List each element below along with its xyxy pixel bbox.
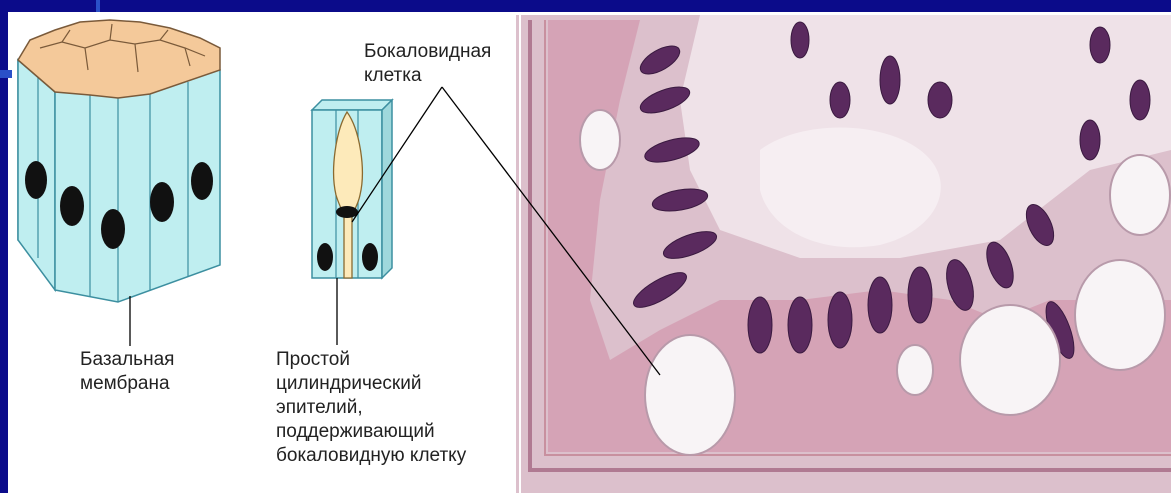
micro-goblet-2 (960, 305, 1060, 415)
nucleus-3 (101, 209, 125, 249)
micro-goblet-3 (1075, 260, 1165, 370)
nucleus-left (317, 243, 333, 271)
nucleus-2 (60, 186, 84, 226)
micrograph (516, 15, 1171, 493)
micro-goblet-1 (645, 335, 735, 455)
columnar-epithelium-block (18, 20, 220, 346)
goblet-cell-label: Бокаловидная клетка (364, 40, 491, 88)
goblet-cell-diagram (312, 100, 392, 345)
micro-goblet-5 (897, 345, 933, 395)
micro-goblet-4 (1110, 155, 1170, 235)
nucleus-right (362, 243, 378, 271)
nucleus-4 (150, 182, 174, 222)
micro-goblet-6 (580, 110, 620, 170)
nucleus-5 (191, 162, 213, 200)
simple-columnar-label: Простой цилиндрический эпителий, поддерж… (276, 348, 466, 468)
basal-membrane-label: Базальная мембрана (80, 348, 174, 396)
goblet-nucleus (336, 206, 358, 218)
nucleus-1 (25, 161, 47, 199)
